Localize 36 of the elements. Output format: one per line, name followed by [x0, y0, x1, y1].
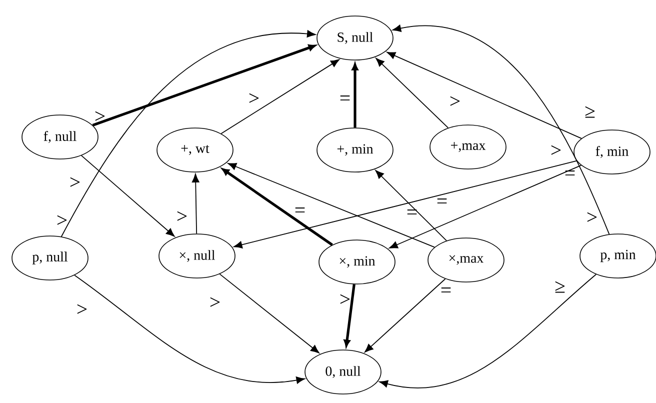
edge-label: >: [551, 145, 561, 155]
edge-label: =: [295, 207, 305, 212]
arrow: [344, 284, 356, 347]
arrow: [80, 155, 175, 237]
edge-label: >: [70, 177, 80, 187]
edge-label: >: [177, 211, 187, 221]
arrow: [220, 59, 340, 134]
arrow: [352, 63, 358, 128]
edge-label: =: [407, 209, 417, 214]
arrow: [234, 160, 578, 248]
arrow: [74, 274, 305, 384]
arrow: [222, 168, 333, 246]
edge-label: =: [437, 198, 447, 204]
arrow: [379, 274, 597, 388]
arrow: [389, 164, 582, 248]
arrow: [219, 274, 320, 354]
edge-label: >: [57, 215, 67, 225]
edge-label: ≥: [585, 106, 595, 118]
arrow: [228, 162, 435, 248]
arrow: [392, 24, 610, 235]
edge-label: >: [450, 96, 460, 106]
arrow: [376, 58, 449, 128]
arrow: [192, 174, 200, 234]
arrow: [92, 44, 316, 126]
edge-label: >: [340, 294, 350, 304]
edge-label: >: [249, 93, 259, 103]
edge-label: >: [210, 297, 220, 307]
edge-label: >: [77, 304, 87, 314]
edge-label: =: [340, 95, 350, 100]
arrow: [364, 278, 446, 352]
edge-label: ≥: [555, 281, 565, 293]
edge-label: =: [441, 287, 451, 292]
arrow: [386, 52, 582, 139]
edge-label: >: [587, 212, 597, 222]
arrow: [60, 30, 316, 238]
arrow: [375, 170, 447, 242]
